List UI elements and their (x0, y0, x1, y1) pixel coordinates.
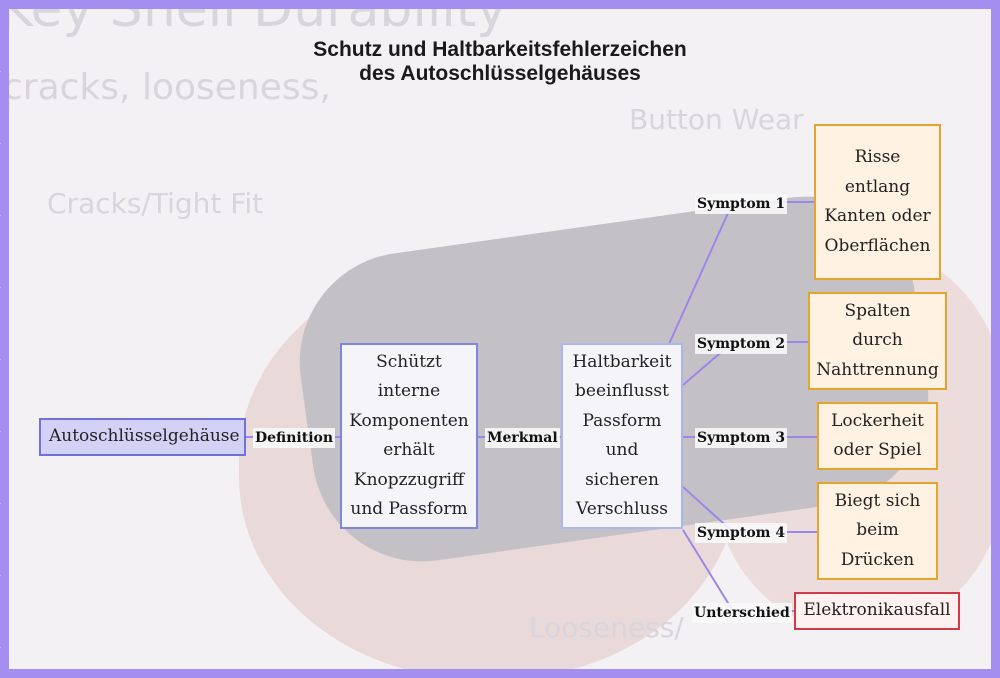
node-definition-line: Knopzzugriff (353, 469, 465, 490)
node-difference[interactable]: Elektronikausfall (794, 592, 960, 630)
edge-label-definition: Definition (253, 428, 336, 448)
node-symptom1[interactable]: Risse entlang Kanten oder Oberflächen (814, 124, 941, 280)
edge-label-characteristic: Merkmal (485, 428, 560, 448)
node-symptom1-line: Risse (854, 147, 901, 167)
node-symptom4[interactable]: Biegt sich beim Drücken (817, 482, 938, 580)
node-symptom1-line: entlang (844, 176, 911, 197)
node-symptom1-line: Oberflächen (824, 235, 931, 256)
node-symptom4-line: Biegt sich (834, 490, 921, 511)
title-line-1: Schutz und Haltbarkeitsfehlerzeichen (313, 38, 687, 61)
node-characteristic-line: Passform (582, 410, 662, 431)
node-symptom2-line: Spalten (844, 300, 911, 321)
node-definition-line: Komponenten (349, 410, 469, 431)
node-symptom1-line: Kanten oder (824, 206, 931, 226)
edge-label-symptom3: Symptom 3 (695, 428, 788, 448)
node-symptom2-line: durch (852, 330, 903, 351)
node-symptom3[interactable]: Lockerheit oder Spiel (817, 402, 938, 470)
edge-label-difference: Unterschied (692, 603, 792, 623)
node-symptom4-line: beim (856, 520, 899, 541)
node-characteristic[interactable]: Haltbarkeit beeinflusst Passform und sic… (561, 343, 683, 529)
node-definition-line: erhält (383, 440, 435, 460)
background-subheading-text: cracks, looseness, (9, 67, 331, 108)
node-definition-line: und Passform (350, 499, 468, 519)
node-root-label: Autoschlüsselgehäuse (49, 426, 240, 447)
diagram-title: Schutz und Haltbarkeitsfehlerzeichen des… (0, 38, 1000, 86)
node-root[interactable]: Autoschlüsselgehäuse (39, 418, 246, 456)
node-definition[interactable]: Schützt interne Komponenten erhält Knopz… (340, 343, 478, 529)
edge-label-symptom1: Symptom 1 (695, 194, 788, 214)
node-symptom2-line: Nahttrennung (816, 359, 939, 380)
edge-label-symptom2: Symptom 2 (695, 334, 788, 354)
node-characteristic-line: Verschluss (576, 499, 668, 519)
node-symptom4-line: Drücken (840, 549, 915, 570)
edge-symptom1 (668, 201, 814, 345)
node-characteristic-line: und (605, 440, 639, 460)
background-button-wear-text: Button Wear (629, 103, 804, 136)
node-definition-line: Schützt (376, 351, 442, 372)
edge-label-symptom4: Symptom 4 (695, 523, 788, 543)
title-line-2: des Autoschlüsselgehäuses (359, 62, 641, 85)
node-characteristic-line: beeinflusst (575, 381, 669, 401)
background-cracks-text: Cracks/Tight Fit (47, 187, 264, 220)
node-symptom3-line: Lockerheit (831, 410, 924, 431)
node-characteristic-line: Haltbarkeit (572, 351, 672, 372)
node-symptom2[interactable]: Spalten durch Nahttrennung (808, 292, 947, 390)
node-characteristic-line: sicheren (585, 469, 659, 490)
node-difference-label: Elektronikausfall (803, 600, 951, 621)
node-definition-line: interne (377, 381, 441, 401)
background-looseness-text: Looseness/ (529, 611, 684, 644)
background-heading-text: Key Shell Durability (9, 9, 507, 39)
node-symptom3-line: oder Spiel (833, 440, 922, 460)
